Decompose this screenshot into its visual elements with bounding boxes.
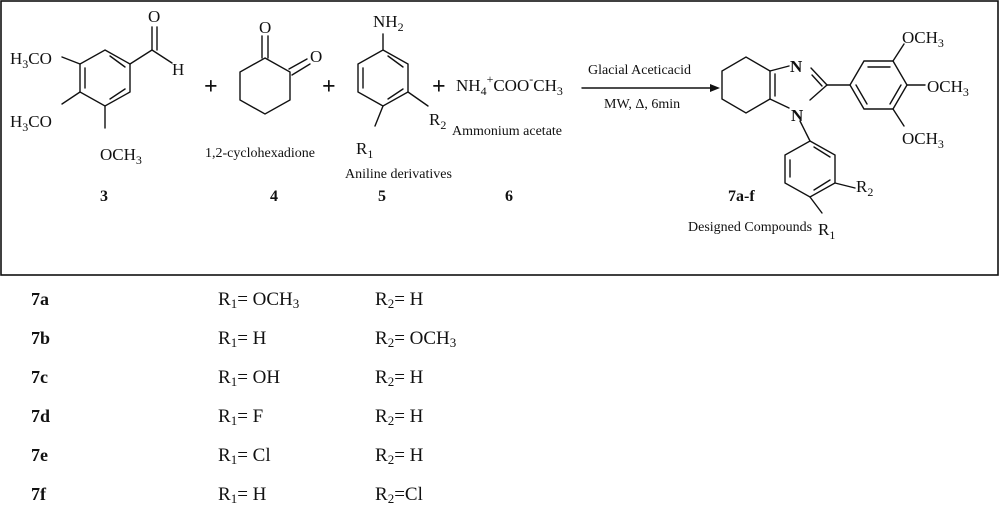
dione-oxygen-label-2: O	[310, 47, 322, 66]
compound-id: 7b	[31, 328, 51, 348]
substituent-row-7a: 7a R1= OCH3 R2= H	[0, 280, 456, 319]
compound-5-name: Aniline derivatives	[345, 167, 452, 182]
reaction-arrowhead	[710, 84, 720, 92]
product-n3-label: N	[790, 57, 803, 76]
compound-4-number: 4	[270, 188, 278, 205]
substituent-row-7e: 7e R1= Cl R2= H	[0, 436, 456, 475]
substituent-row-7c: 7c R1= OH R2= H	[0, 358, 456, 397]
compound-id: 7c	[31, 367, 48, 387]
product-r2-label: R2	[856, 177, 873, 199]
r1-value: R1= OH	[218, 366, 281, 389]
ammonium-acetate-formula: NH4+COO-CH3	[456, 72, 563, 98]
compound-5-number: 5	[378, 188, 386, 205]
substituent-row-7f: 7f R1= H R2=Cl	[0, 475, 456, 514]
product-r1-label: R1	[818, 220, 835, 242]
r2-value: R2= H	[375, 366, 424, 389]
product-n1-label: N	[791, 106, 804, 125]
methoxy-label-bottom-left: H3CO	[10, 112, 52, 134]
plus-sign-2: +	[322, 74, 336, 100]
compound-6-number: 6	[505, 188, 513, 205]
r2-value: R2= H	[375, 288, 424, 311]
condition-parameters: MW, Δ, 6min	[604, 97, 680, 112]
substituent-row-7b: 7b R1= H R2= OCH3	[0, 319, 456, 358]
aniline-r2-label: R2	[429, 110, 446, 132]
plus-sign-1: +	[204, 74, 218, 100]
product-methoxy-bottom: OCH3	[902, 129, 944, 151]
product-label: 7a-f	[728, 188, 755, 205]
r2-value: R2= H	[375, 405, 424, 428]
compound-3-structure	[61, 26, 173, 129]
condition-solvent: Glacial Aceticacid	[588, 63, 691, 78]
compound-6-name: Ammonium acetate	[452, 124, 562, 139]
scheme-frame	[0, 0, 999, 276]
plus-sign-3: +	[432, 74, 446, 100]
product-methoxy-right: OCH3	[927, 77, 969, 99]
compound-5-structure	[357, 33, 429, 127]
compound-4-structure	[239, 35, 311, 115]
r2-value: R2= OCH3	[375, 327, 457, 350]
compound-3-number: 3	[100, 188, 108, 205]
r1-value: R1= F	[218, 405, 264, 428]
r1-value: R1= Cl	[218, 444, 271, 467]
methoxy-label-bottom: OCH3	[100, 145, 142, 167]
substituent-row-7d: 7d R1= F R2= H	[0, 397, 456, 436]
product-structure	[721, 43, 926, 214]
dione-oxygen-label-1: O	[259, 18, 271, 37]
compound-id: 7f	[31, 484, 46, 504]
amine-label: NH2	[373, 12, 404, 34]
compound-id: 7d	[31, 406, 51, 426]
compound-4-name: 1,2-cyclohexadione	[205, 146, 315, 161]
aldehyde-hydrogen-label: H	[172, 60, 184, 79]
r1-value: R1= H	[218, 483, 267, 506]
r1-value: R1= H	[218, 327, 267, 350]
r1-value: R1= OCH3	[218, 288, 300, 311]
aldehyde-oxygen-label: O	[148, 7, 160, 26]
reaction-scheme: O H H3CO H3CO OCH3 3 + O O 1,2-cyclohexa…	[0, 0, 999, 276]
aniline-r1-label: R1	[356, 139, 373, 161]
product-methoxy-top: OCH3	[902, 28, 944, 50]
r2-value: R2=Cl	[375, 483, 423, 506]
methoxy-label-top-left: H3CO	[10, 49, 52, 71]
r2-value: R2= H	[375, 444, 424, 467]
compound-id: 7a	[31, 289, 49, 309]
compound-id: 7e	[31, 445, 48, 465]
product-caption: Designed Compounds	[688, 220, 812, 235]
